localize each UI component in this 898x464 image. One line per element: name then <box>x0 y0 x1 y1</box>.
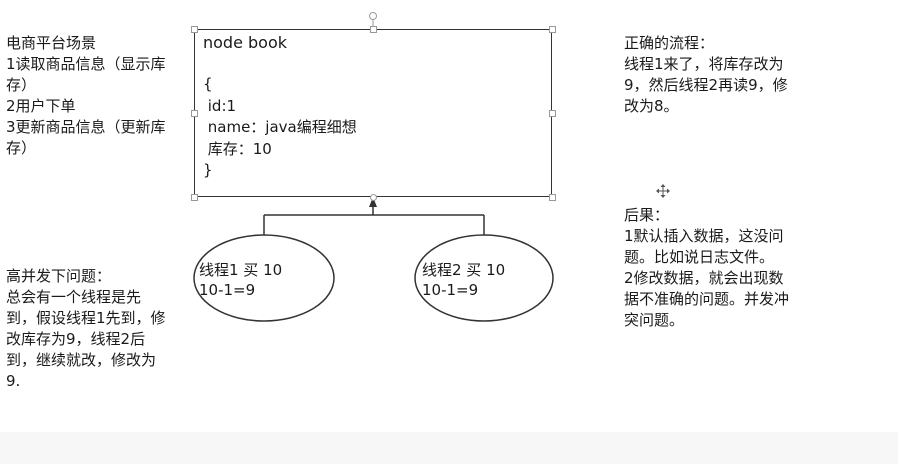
thread-2-label: 线程2 买 10 10-1=9 <box>422 261 506 299</box>
concurrency-problem-note: 高并发下问题： 总会有一个线程是先到，假设线程1先到，修改库存为9，线程2后到，… <box>6 267 166 390</box>
move-cursor-icon <box>656 184 670 198</box>
resize-handle-bottom[interactable] <box>370 194 377 201</box>
resize-handle-bottom-left[interactable] <box>191 194 198 201</box>
rotate-handle-icon[interactable] <box>369 12 377 20</box>
thread-1-label: 线程1 买 10 10-1=9 <box>199 261 283 299</box>
node-title: node book <box>203 33 288 52</box>
correct-flow-note: 正确的流程： 线程1来了，将库存改为9，然后线程2再读9，修改为8。 <box>624 34 788 115</box>
resize-handle-bottom-right[interactable] <box>549 194 556 201</box>
resize-handle-top[interactable] <box>370 26 377 33</box>
resize-handle-top-left[interactable] <box>191 26 198 33</box>
resize-handle-right[interactable] <box>549 110 556 117</box>
consequence-note: 后果： 1默认插入数据，这没问题。比如说日志文件。 2修改数据，就会出现数据不准… <box>624 206 790 329</box>
resize-handle-top-right[interactable] <box>549 26 556 33</box>
bottom-band <box>0 432 898 464</box>
resize-handle-left[interactable] <box>191 110 198 117</box>
book-node[interactable]: node book { id:1 name：java编程细想 库存：10 } <box>194 29 552 197</box>
node-json-body: { id:1 name：java编程细想 库存：10 } <box>203 75 357 179</box>
scenario-note: 电商平台场景 1读取商品信息（显示库存） 2用户下单 3更新商品信息（更新库存） <box>6 34 166 157</box>
arrow-head-icon <box>369 197 377 207</box>
